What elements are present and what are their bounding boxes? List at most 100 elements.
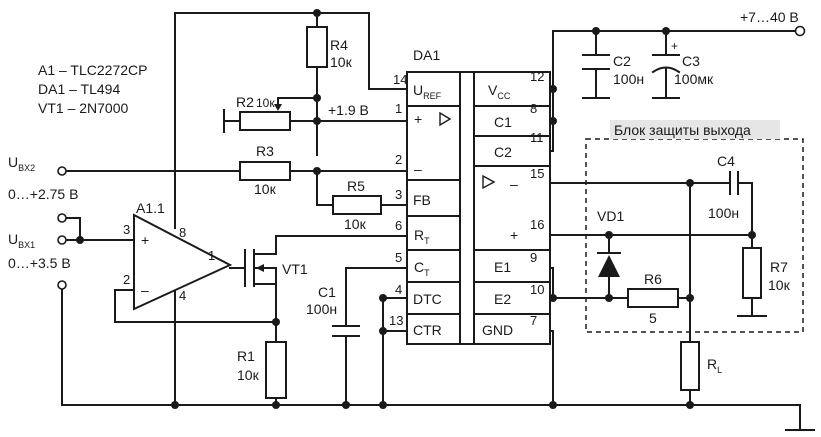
da1-name: DA1 — [413, 47, 440, 63]
r1-resistor — [265, 341, 287, 399]
error-amp-2-icon — [482, 174, 496, 190]
r2-potentiometer — [239, 111, 291, 131]
r6-name: R6 — [644, 271, 662, 287]
svg-text:–: – — [141, 282, 149, 298]
svg-text:RT: RT — [414, 227, 430, 246]
r7-value: 10к — [768, 277, 791, 293]
rl-resistor — [680, 341, 700, 391]
wires — [61, 12, 815, 431]
ubx2-label: U — [8, 154, 18, 170]
pin-label-uref: U — [413, 82, 423, 98]
ubx2-terminal — [57, 166, 67, 176]
vt1-name: VT1 — [282, 261, 308, 277]
pin-label-rt: R — [414, 227, 424, 243]
a11-pin1: 1 — [208, 248, 215, 263]
pin-num-1: 1 — [395, 101, 402, 116]
pin-label-vcc: V — [488, 82, 498, 98]
pin-label-ctr: CTR — [413, 322, 442, 338]
pin-num-9: 9 — [530, 250, 537, 265]
pin-label-dtc: DTC — [413, 291, 442, 307]
pin-num-5: 5 — [395, 250, 402, 265]
r6-resistor — [627, 288, 679, 308]
pin-num-6: 6 — [395, 218, 402, 233]
pin-label-ct: C — [414, 259, 424, 275]
pin-label-minus2: – — [414, 161, 422, 177]
svg-text:RL: RL — [707, 356, 722, 375]
a11-pin4: 4 — [179, 288, 186, 303]
rl-name: R — [707, 356, 717, 372]
pin-label-c2: C2 — [494, 144, 512, 160]
pin-label-minus15: – — [510, 176, 518, 192]
c3-name: C3 — [682, 53, 700, 69]
pin-label-fb: FB — [413, 192, 431, 208]
a11-name: A1.1 — [136, 200, 165, 216]
r5-value: 10к — [344, 216, 367, 232]
c4-value: 100н — [708, 205, 739, 221]
c4-name: C4 — [717, 153, 735, 169]
c1-value: 100н — [306, 301, 337, 317]
r2-value: 10к — [256, 96, 275, 110]
c1-name: C1 — [318, 284, 336, 300]
pin-label-c1: C1 — [494, 114, 512, 130]
a11-opamp — [133, 213, 233, 311]
svg-text:CT: CT — [414, 259, 430, 278]
pin-num-2: 2 — [395, 152, 402, 167]
c2-value: 100н — [613, 71, 644, 87]
vd1-diode — [597, 252, 621, 277]
supply-label: +7…40 В — [740, 9, 799, 25]
range-1-terminal — [57, 213, 67, 223]
r4-name: R4 — [330, 37, 348, 53]
svg-text:UREF: UREF — [413, 82, 442, 101]
c2-capacitor — [582, 54, 610, 70]
part-vt1-label: VT1 – 2N7000 — [38, 100, 128, 116]
pin-label-e2: E2 — [494, 291, 511, 307]
protection-title: Блок защиты выхода — [614, 122, 751, 138]
a11-pin8: 8 — [179, 225, 186, 240]
vref-label: +1.9 В — [328, 102, 369, 118]
pin-label-gnd: GND — [482, 322, 513, 338]
da1-body — [406, 71, 551, 345]
range-1-label: 0…+2.75 В — [8, 186, 78, 202]
r2-name: R2 — [236, 94, 254, 110]
range-2-terminal — [57, 280, 67, 290]
c3-value: 100мк — [674, 71, 714, 87]
error-amp-1-icon — [439, 111, 452, 127]
pin-num-3: 3 — [395, 187, 402, 202]
r7-resistor — [742, 247, 762, 299]
pin-num-12: 12 — [530, 69, 544, 84]
r2-wiper-icon — [274, 104, 282, 111]
range-2-label: 0…+3.5 В — [8, 255, 71, 271]
svg-text:UBX2: UBX2 — [8, 154, 35, 173]
a11-pin2: 2 — [123, 272, 130, 287]
pin-label-e1: E1 — [494, 259, 511, 275]
junction-dots — [76, 9, 756, 409]
r5-name: R5 — [347, 178, 365, 194]
da1-ic — [406, 71, 551, 345]
a11-pin3: 3 — [123, 222, 130, 237]
pin-num-10: 10 — [530, 282, 544, 297]
c2-name: C2 — [613, 53, 631, 69]
svg-text:+: + — [671, 39, 678, 53]
r3-name: R3 — [256, 143, 274, 159]
pin-num-11: 11 — [530, 130, 544, 145]
pin-label-plus16: + — [510, 227, 518, 243]
svg-text:VCC: VCC — [488, 82, 511, 101]
svg-text:UBX1: UBX1 — [8, 231, 35, 250]
pin-label-plus1: + — [414, 111, 422, 127]
r7-name: R7 — [770, 259, 788, 275]
pin-num-14: 14 — [393, 72, 407, 87]
c4-capacitor — [729, 171, 739, 195]
ubx1-label: U — [8, 231, 18, 247]
r5-resistor — [332, 195, 382, 215]
vt1-mosfet — [244, 245, 277, 291]
vd1-name: VD1 — [597, 208, 624, 224]
pin-num-15: 15 — [530, 166, 544, 181]
part-da1-label: DA1 – TL494 — [38, 81, 120, 97]
r4-value: 10к — [330, 54, 353, 70]
r6-value: 5 — [649, 310, 657, 326]
pin-num-8: 8 — [530, 101, 537, 116]
part-a1-label: A1 – TLC2272CP — [38, 62, 147, 78]
r4-resistor — [306, 26, 328, 68]
pin-num-13: 13 — [389, 313, 403, 328]
